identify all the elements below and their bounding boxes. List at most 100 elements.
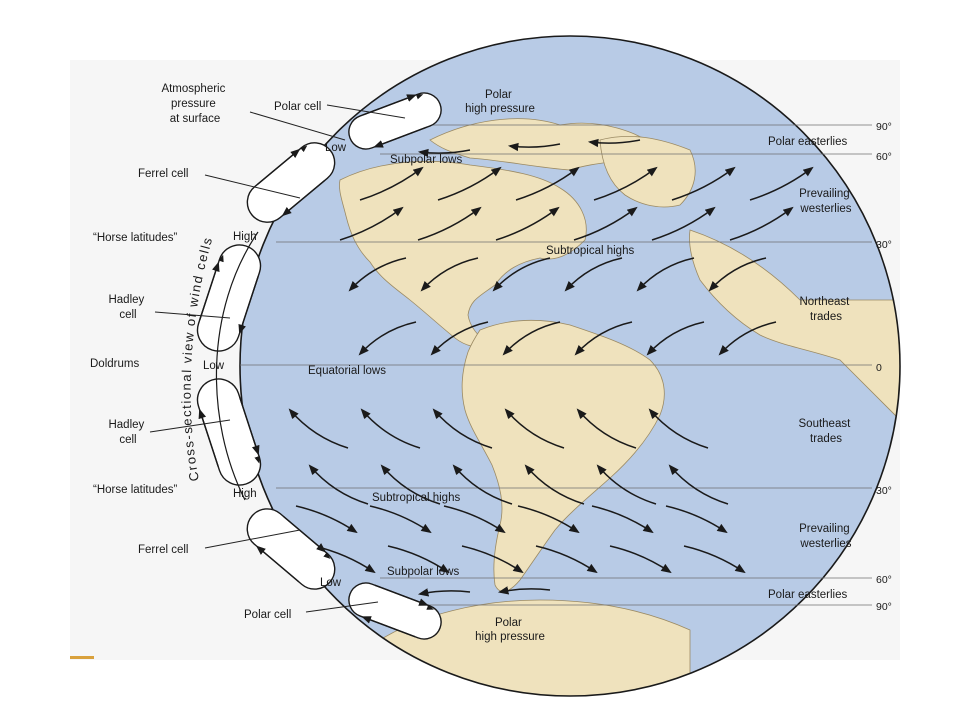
wind-arrow — [671, 166, 736, 201]
circulation-cells — [196, 92, 442, 640]
polar-cell-label-bottom: Polar cell — [244, 609, 291, 621]
label-leaders — [149, 104, 406, 613]
belt-polar-easterlies-top: Polar easterlies — [768, 136, 848, 148]
wind-arrow — [718, 321, 777, 356]
hadley-cell-label-bottom: Hadley cell — [108, 419, 147, 446]
wind-arrow — [574, 321, 633, 356]
wind-arrow — [591, 505, 654, 534]
ferrel-cell-top — [246, 142, 336, 223]
lat-90-s: 90° — [876, 601, 892, 613]
pressure-low-2: Low — [203, 360, 225, 372]
wind-arrow — [348, 257, 407, 292]
wind-arrow — [587, 138, 641, 148]
lat-90-n: 90° — [876, 121, 892, 133]
wind-arrow — [417, 206, 482, 241]
wind-arrow — [387, 545, 450, 574]
wind-arrow — [573, 206, 638, 241]
ferrel-cell-label-top: Ferrel cell — [138, 168, 188, 180]
subpolar-lows-top: Subpolar lows — [390, 154, 462, 166]
wind-arrow — [358, 321, 417, 356]
wind-arrow — [636, 257, 695, 292]
lat-30-s: 30° — [876, 485, 892, 497]
subtropical-highs-top: Subtropical highs — [546, 245, 634, 257]
accent-bar — [70, 656, 94, 659]
wind-arrow — [295, 505, 358, 534]
polar-cell-label-top: Polar cell — [274, 101, 321, 113]
belt-polar-easterlies-bottom: Polar easterlies — [768, 589, 848, 601]
subtropical-highs-bottom: Subtropical highs — [372, 492, 460, 504]
wind-arrow — [665, 505, 728, 534]
wind-arrow — [576, 408, 637, 449]
land-south-america — [461, 319, 665, 592]
lat-30-n: 30° — [876, 239, 892, 251]
wind-arrow — [651, 206, 716, 241]
latitude-degree-labels: 90° 60° 30° 0 30° 60° 90° — [876, 121, 892, 613]
horse-latitudes-top: “Horse latitudes” — [93, 232, 178, 244]
wind-arrow — [502, 321, 561, 356]
wind-arrow — [646, 321, 705, 356]
wind-arrow — [593, 166, 658, 201]
wind-arrow — [492, 257, 551, 292]
wind-arrow — [420, 257, 479, 292]
wind-arrow — [380, 464, 441, 505]
wind-arrow — [648, 408, 709, 449]
wind-arrow — [668, 464, 729, 505]
wind-arrow — [288, 408, 349, 449]
wind-arrow — [507, 142, 561, 152]
polar-high-pressure-bottom: Polar high pressure — [475, 617, 545, 643]
hadley-cell-label-top: Hadley cell — [108, 294, 147, 321]
left-labels: Atmospheric pressure at surface Ferrel c… — [90, 83, 321, 621]
wind-arrow — [497, 586, 551, 595]
polar-high-pressure-top: Polar high pressure — [465, 89, 535, 115]
wind-arrow — [360, 408, 421, 449]
equatorial-lows: Equatorial lows — [308, 365, 386, 377]
doldrums-label: Doldrums — [90, 358, 139, 370]
wind-arrow — [443, 505, 506, 534]
globe-labels: Polar high pressure Subpolar lows Subtro… — [308, 89, 634, 643]
pressure-high-1: High — [233, 231, 257, 243]
pressure-low-3: Low — [320, 577, 342, 589]
latitude-lines — [240, 124, 872, 606]
wind-arrow — [708, 257, 767, 292]
pressure-marks: Low High Low High Low — [203, 142, 347, 589]
wind-arrow — [504, 408, 565, 449]
wind-arrows — [288, 138, 814, 597]
wind-arrow — [535, 545, 598, 574]
wind-arrow — [417, 588, 471, 597]
wind-arrow — [749, 166, 814, 201]
polar-cell-top — [348, 92, 442, 150]
wind-arrow — [564, 257, 623, 292]
horse-latitudes-bottom: “Horse latitudes” — [93, 484, 178, 496]
subpolar-lows-bottom: Subpolar lows — [387, 566, 459, 578]
cross-section-arc — [215, 231, 259, 501]
lat-60-n: 60° — [876, 151, 892, 163]
wind-arrow — [452, 464, 513, 505]
wind-arrow — [596, 464, 657, 505]
wind-arrow — [359, 166, 424, 201]
wind-arrow — [524, 464, 585, 505]
wind-arrow — [437, 166, 502, 201]
atmospheric-pressure-label: Atmospheric pressure at surface — [161, 83, 228, 125]
land-africa-edge — [689, 229, 900, 421]
belt-northeast-trades: Northeast trades — [799, 296, 852, 323]
lat-60-s: 60° — [876, 574, 892, 586]
belt-westerlies-top: Prevailing westerlies — [799, 188, 853, 215]
belt-southeast-trades: Southeast trades — [799, 418, 854, 445]
wind-arrow — [432, 408, 493, 449]
pressure-high-2: High — [233, 488, 257, 500]
lat-0: 0 — [876, 362, 882, 374]
ferrel-cell-label-bottom: Ferrel cell — [138, 544, 188, 556]
wind-arrow — [517, 505, 580, 534]
hadley-cell-top — [196, 244, 262, 352]
wind-arrow — [369, 505, 432, 534]
hadley-cell-bottom — [196, 378, 262, 486]
belt-westerlies-bottom: Prevailing westerlies — [799, 523, 853, 550]
wind-arrow — [430, 321, 489, 356]
wind-arrow — [308, 464, 369, 505]
wind-arrow — [495, 206, 560, 241]
pressure-low-1: Low — [325, 142, 347, 154]
wind-arrow — [339, 206, 404, 241]
wind-arrow — [683, 545, 746, 574]
